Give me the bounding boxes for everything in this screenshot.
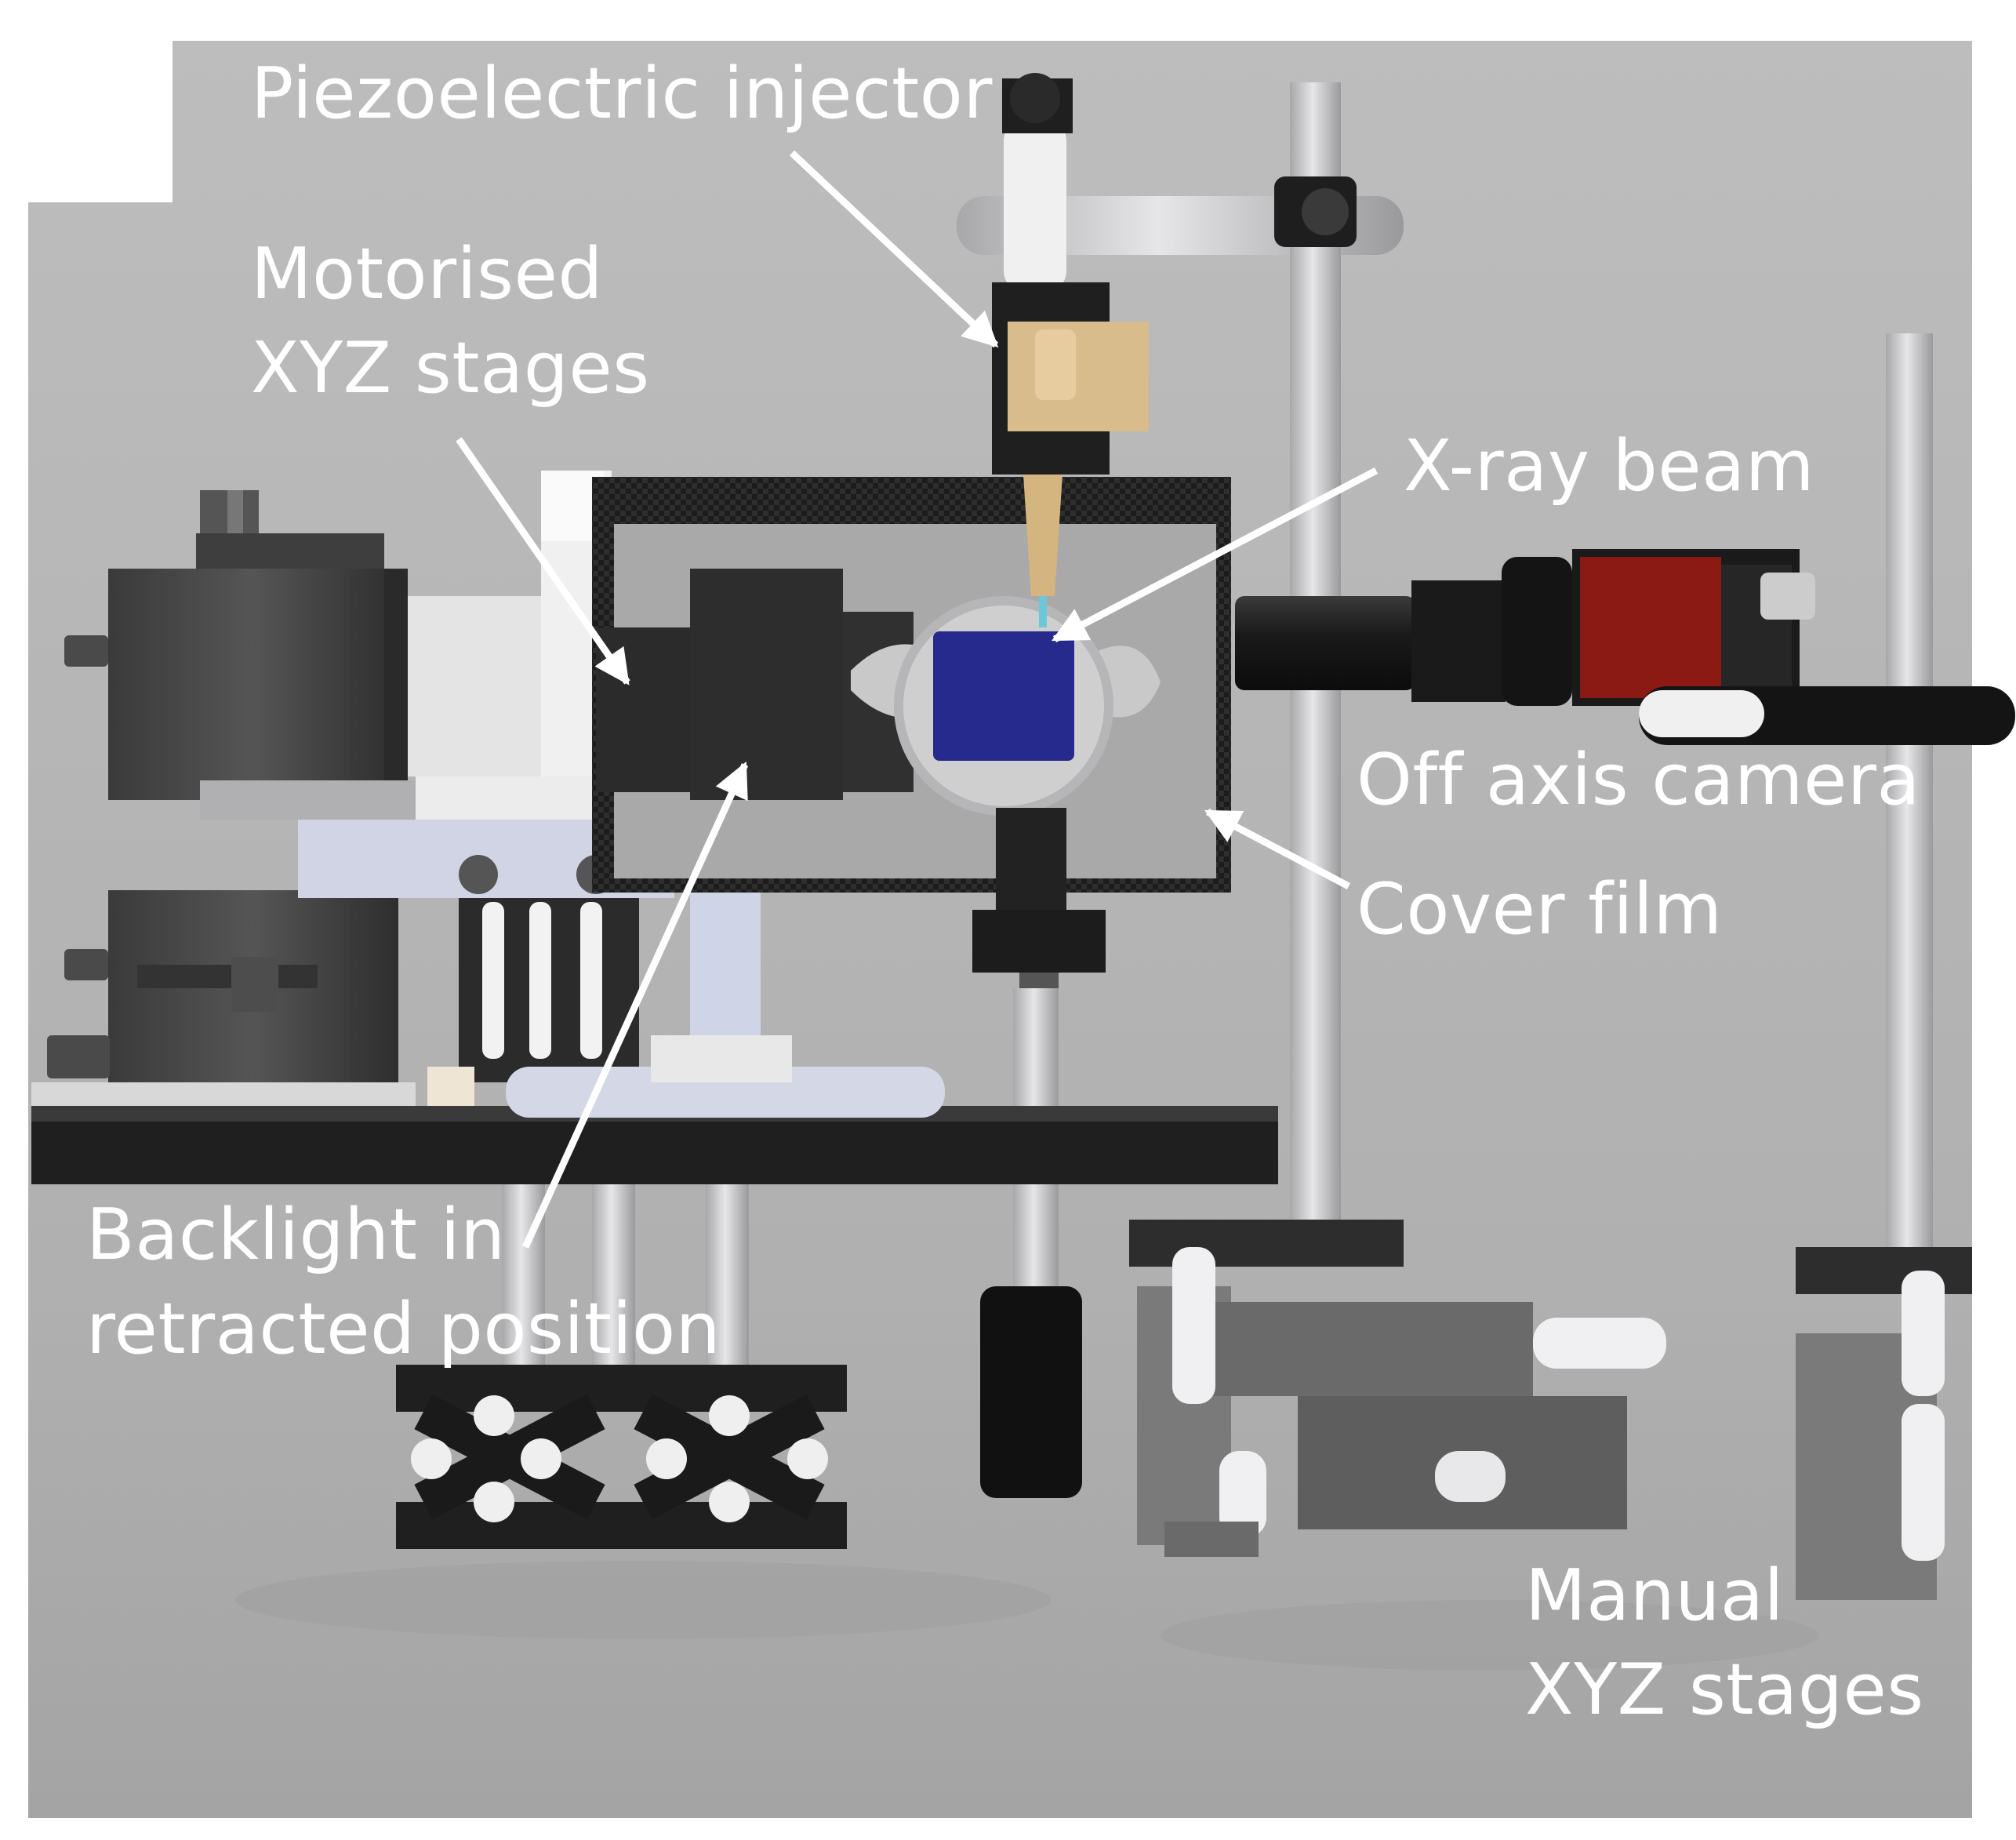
label-line: Motorised <box>251 233 603 315</box>
label-xray-beam: X-ray beam <box>1404 425 1814 507</box>
label-line: Manual <box>1525 1555 1785 1637</box>
arrow-cover <box>1204 809 1351 889</box>
floor-shadow <box>235 1561 1051 1639</box>
arrow-motorised <box>456 437 630 685</box>
piezo-injector-assembly <box>957 73 1404 627</box>
floor-shadow <box>1161 1600 1819 1671</box>
label-line: Backlight in <box>86 1194 506 1276</box>
label-piezoelectric-injector: Piezoelectric injector <box>251 53 993 135</box>
arrow-backlight <box>521 761 749 1249</box>
post-tall-2 <box>1886 333 1933 1275</box>
arrow-xray <box>1052 467 1379 642</box>
manual-stage-2 <box>1796 1247 1972 1600</box>
main-breadboard <box>31 1035 1278 1184</box>
lab-jack <box>396 1365 847 1549</box>
label-line: XYZ stages <box>251 327 650 409</box>
manual-stage-1 <box>1129 1220 1666 1557</box>
annotation-arrows <box>456 150 1379 1249</box>
sample-holder <box>851 596 1161 816</box>
left-stage-block <box>31 490 416 1114</box>
off-axis-camera <box>1235 549 2015 745</box>
label-off-axis-camera: Off axis camera <box>1357 739 1921 821</box>
label-backlight: Backlight in retracted position <box>86 1188 721 1376</box>
label-motorised-xyz-stages: Motorised XYZ stages <box>251 227 650 416</box>
label-cover-film: Cover film <box>1357 868 1723 951</box>
label-line: retracted position <box>86 1288 721 1370</box>
label-line: XYZ stages <box>1525 1649 1924 1731</box>
arrow-piezo <box>789 150 999 348</box>
label-manual-xyz-stages: Manual XYZ stages <box>1525 1549 1924 1737</box>
